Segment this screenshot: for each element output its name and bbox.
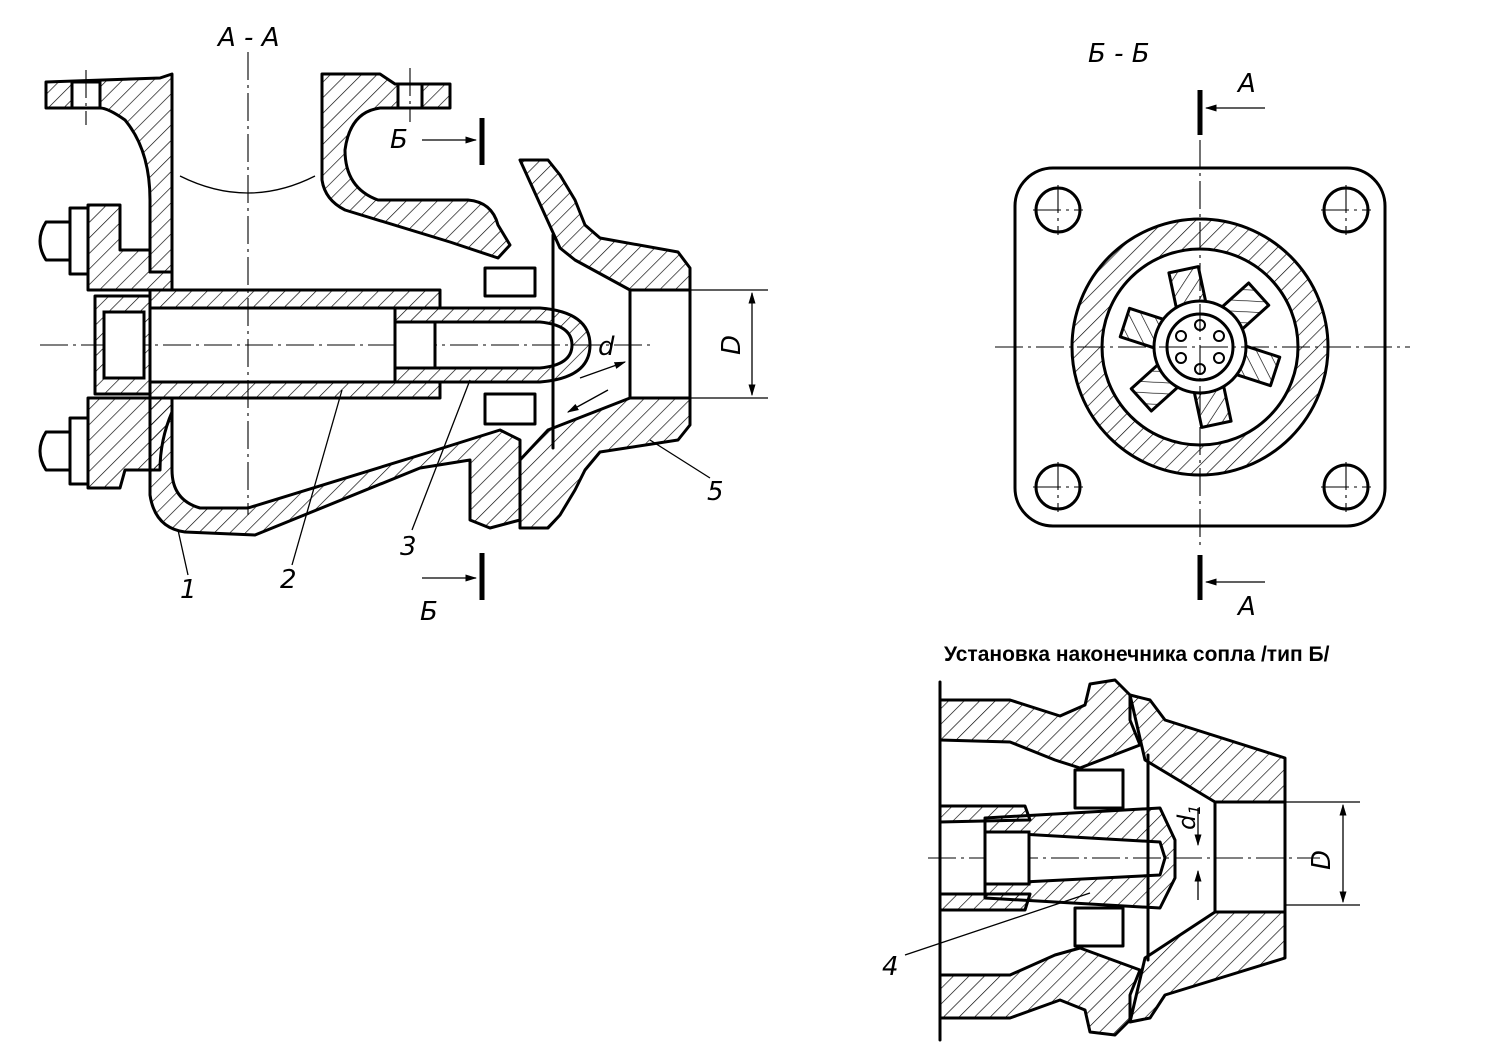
nozzle-tip-thread [393, 320, 437, 370]
dim-D-label: D [717, 335, 747, 355]
detail-tip-thread [983, 830, 1031, 886]
left-nut-top [68, 206, 90, 276]
section-aa-title: А - А [216, 23, 279, 53]
marker-a-top: А [1236, 69, 1256, 99]
top-flange-left [44, 72, 174, 274]
callout-3: 3 [400, 532, 417, 562]
detail-swirler-lower [1073, 906, 1125, 948]
detail-body-lower [938, 946, 1142, 1037]
dim-d-label: d [598, 332, 615, 362]
dim-d1-label: d1 [1173, 805, 1204, 830]
detail-title: Установка наконечника сопла /тип Б/ [944, 643, 1330, 666]
detail-swirler-upper [1073, 768, 1125, 810]
detail-nozzle-tip [983, 806, 1177, 910]
detail-cap-upper [1128, 693, 1287, 804]
left-bolt-top [38, 220, 72, 262]
callout-2-leader [291, 389, 343, 566]
nozzle-pipe-lower [148, 380, 442, 400]
left-nut-bottom [68, 416, 90, 486]
callout-5: 5 [707, 477, 724, 507]
swirler-lower [483, 392, 537, 426]
dim-d-arrow-bottom [566, 389, 609, 413]
callout-4: 4 [882, 952, 899, 982]
inner-bore-arc [179, 175, 316, 194]
detail-body-upper [938, 678, 1142, 770]
section-aa-view: А - А [38, 23, 768, 627]
detail-cap-lower [1128, 910, 1287, 1024]
nozzle-cap-upper [518, 158, 692, 292]
section-bb-title: Б - Б [1088, 39, 1150, 69]
nozzle-tip [393, 306, 592, 384]
left-bolt-bottom [38, 430, 72, 472]
callout-3-leader [411, 379, 471, 531]
detail-dim-D-label: D [1307, 850, 1337, 870]
section-marker-top-letter: Б [390, 125, 408, 155]
swirler-upper [483, 266, 537, 298]
section-marker-bottom-letter: Б [420, 597, 438, 627]
nozzle-cap-lower [518, 396, 692, 530]
nut-left-bore [102, 310, 146, 380]
marker-a-bottom: А [1236, 592, 1256, 622]
left-cover-flange [86, 203, 174, 292]
callout-5-leader [649, 439, 711, 479]
callout-2: 2 [280, 565, 297, 595]
callout-1-leader [177, 529, 189, 576]
nozzle-pipe-upper [148, 288, 442, 310]
dim-d-arrow-top [579, 361, 627, 379]
section-bb-view: Б - Б А А [995, 39, 1410, 622]
detail-view: Установка наконечника сопла /тип Б/ d1 D [882, 643, 1360, 1042]
top-flange-right [320, 72, 512, 260]
callout-1: 1 [180, 575, 197, 605]
callout-4-leader [904, 892, 1091, 956]
body-lower-wall [148, 396, 522, 537]
